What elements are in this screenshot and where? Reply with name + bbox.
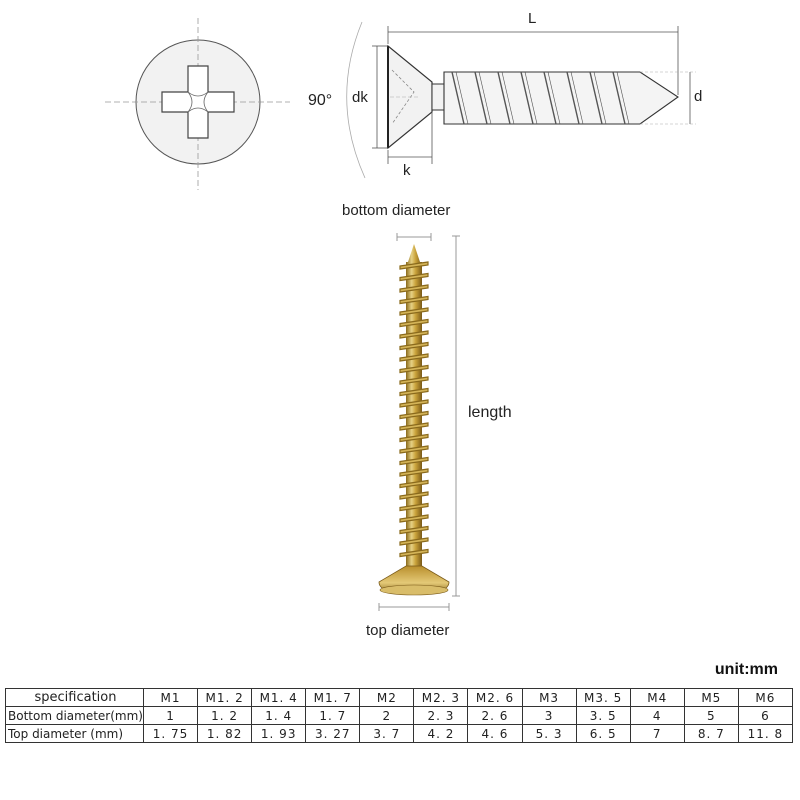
thread-ridge <box>399 353 429 362</box>
table-cell: M3. 5 <box>575 688 631 707</box>
thread-line <box>612 71 626 125</box>
thread-ridge <box>399 445 429 454</box>
table-cell: 11. 8 <box>737 724 794 743</box>
length-label: length <box>468 404 512 421</box>
thread-line <box>520 71 534 125</box>
table-cell: 3. 5 <box>575 706 631 725</box>
top-diameter-label: top diameter <box>366 622 450 639</box>
thread-ridge <box>399 295 429 305</box>
table-cell: 4. 2 <box>413 724 469 743</box>
thread-ridge <box>399 330 429 339</box>
unit-label: unit:mm <box>714 661 778 678</box>
thread-ridge <box>399 422 429 431</box>
thread-line <box>566 71 580 125</box>
screw-technical-drawing <box>105 18 696 190</box>
thread-ridge <box>399 261 429 270</box>
table-cell: M3 <box>521 688 577 707</box>
thread-line <box>474 71 488 125</box>
thread-ridge <box>399 284 429 293</box>
table-cell: M4 <box>629 688 685 707</box>
table-cell: 1. 75 <box>142 724 199 743</box>
row-header: Bottom diameter(mm) <box>5 706 144 725</box>
thread-ridge <box>399 318 429 328</box>
thread-diameter-label: d <box>694 88 703 105</box>
table-cell: M2. 3 <box>413 688 469 707</box>
table-cell: 1. 4 <box>251 706 307 725</box>
thread-ridge <box>399 376 429 385</box>
thread-line <box>543 71 557 125</box>
thread-ridge <box>399 537 429 546</box>
table-cell: 5 <box>683 706 739 725</box>
table-cell: 3. 27 <box>305 724 361 743</box>
table-cell: 4. 6 <box>467 724 523 743</box>
thread-ridge <box>399 341 429 351</box>
table-cell: M1. 4 <box>251 688 307 707</box>
thread-ridge <box>399 502 429 512</box>
thread-ridge <box>399 468 429 477</box>
thread-line <box>497 71 511 125</box>
thread-ridge <box>399 491 429 500</box>
table-cell: 2. 3 <box>413 706 469 725</box>
thread-ridge <box>399 479 429 489</box>
thread-ridge <box>399 307 429 316</box>
head-diameter-label: dk <box>352 89 368 106</box>
screw-side-view <box>346 21 696 179</box>
table-cell: M1. 7 <box>305 688 361 707</box>
row-header: Top diameter (mm) <box>5 724 144 743</box>
table-cell: M5 <box>683 688 739 707</box>
table-cell: 1. 7 <box>305 706 361 725</box>
thread-line <box>451 71 465 125</box>
head-top-view <box>105 18 290 190</box>
bottom-diameter-label: bottom diameter <box>342 202 451 219</box>
table-cell: M2. 6 <box>467 688 523 707</box>
thread-ridge <box>399 433 429 443</box>
table-cell: 7 <box>629 724 685 743</box>
table-cell: 4 <box>629 706 685 725</box>
table-cell: M1. 2 <box>197 688 253 707</box>
length-dimension-label: L <box>528 10 537 27</box>
table-cell: 8. 7 <box>683 724 739 743</box>
table-cell: 2. 6 <box>467 706 523 725</box>
table-cell: 1. 93 <box>251 724 307 743</box>
head-height-label: k <box>403 162 411 179</box>
thread-ridge <box>399 410 429 420</box>
thread-ridge <box>399 456 429 466</box>
table-cell: M1 <box>142 688 199 707</box>
thread-ridge <box>399 399 429 408</box>
table-cell: 1. 82 <box>197 724 253 743</box>
table-cell: 2 <box>359 706 415 725</box>
table-cell: 3. 7 <box>359 724 415 743</box>
table-cell: M6 <box>737 688 794 707</box>
table-cell: 1 <box>142 706 199 725</box>
thread-line <box>589 71 603 125</box>
table-cell: M2 <box>359 688 415 707</box>
row-header: specification <box>5 688 144 707</box>
thread-ridge <box>399 387 429 397</box>
angle-label: 90° <box>308 92 333 109</box>
screw-photo <box>378 233 460 611</box>
table-cell: 6. 5 <box>575 724 631 743</box>
thread-ridge <box>399 272 429 282</box>
table-cell: 6 <box>737 706 794 725</box>
table-cell: 5. 3 <box>521 724 577 743</box>
thread-ridge <box>399 514 429 523</box>
thread-ridge <box>399 548 429 558</box>
table-cell: 1. 2 <box>197 706 253 725</box>
table-cell: 3 <box>521 706 577 725</box>
thread-ridge <box>399 364 429 374</box>
thread-ridge <box>399 525 429 535</box>
